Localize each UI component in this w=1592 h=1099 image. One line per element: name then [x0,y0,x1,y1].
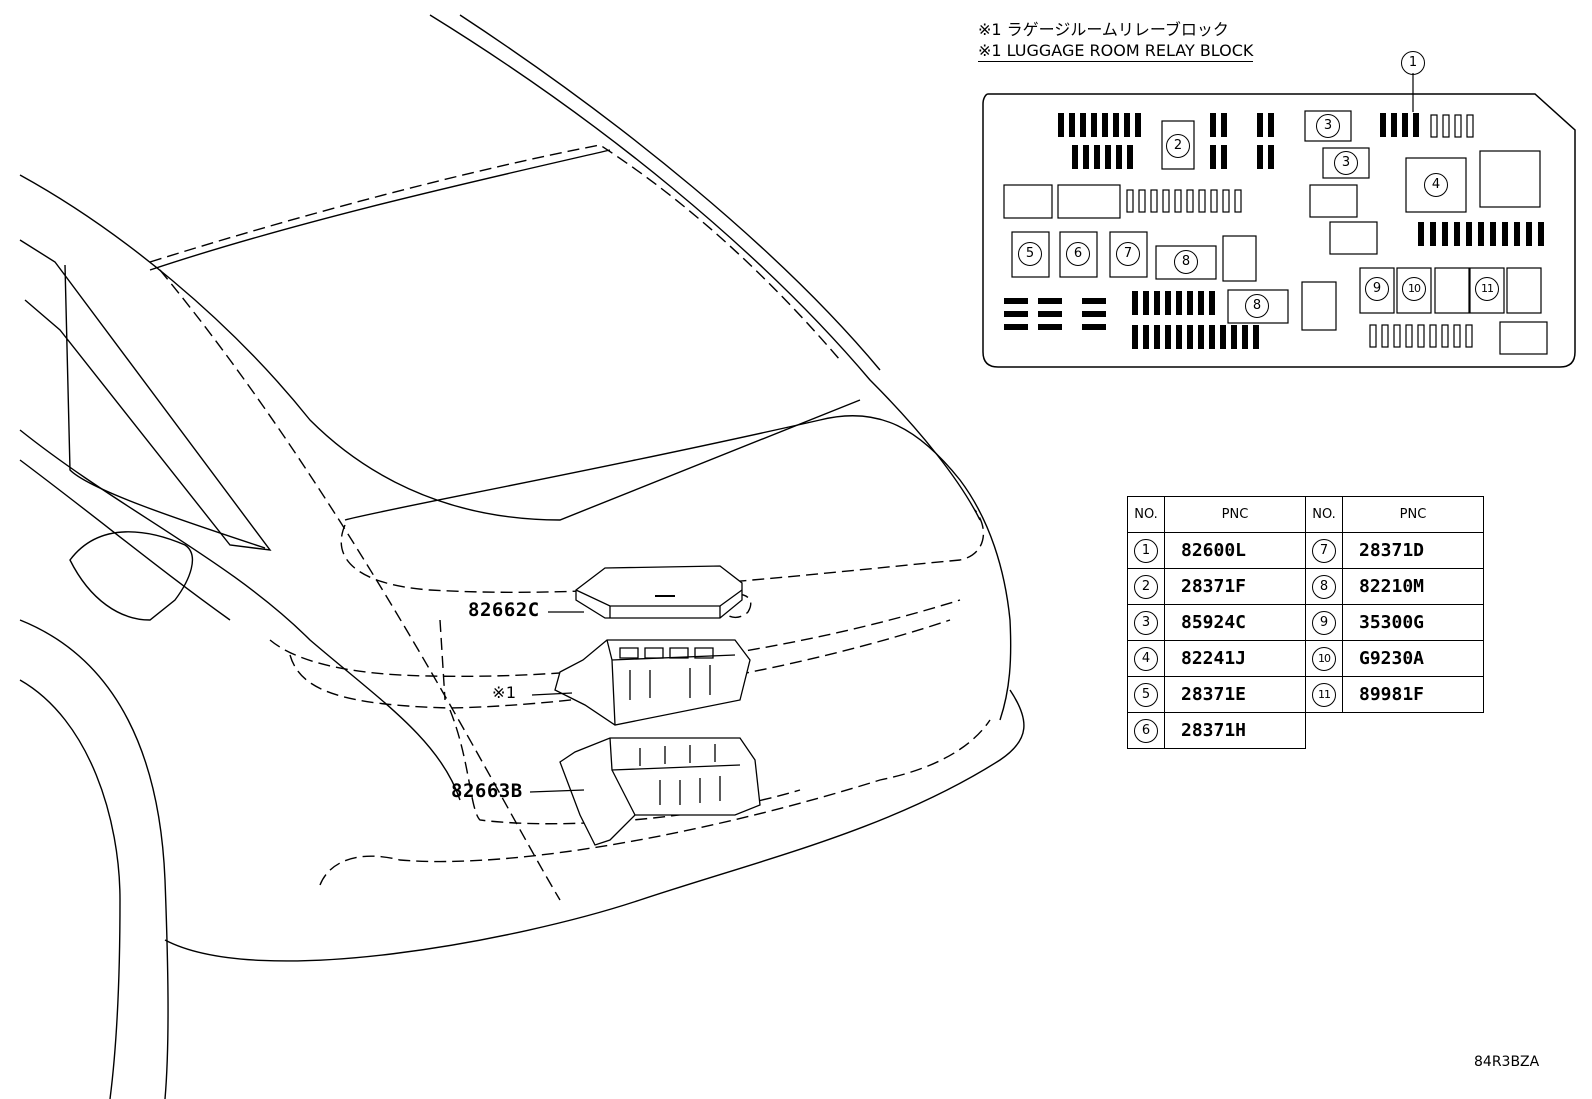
position-number: 3 [1334,151,1358,175]
position-number: 3 [1316,114,1340,138]
row-no: 6 [1127,712,1165,749]
callout-cover: 82662C [468,599,540,621]
row-no: 1 [1127,532,1165,569]
relay-block-lower-case [559,737,761,846]
row-number: 7 [1312,538,1336,563]
row-no: 4 [1127,640,1165,677]
row-no: 7 [1305,532,1343,569]
row-number: 2 [1134,574,1158,599]
row-pnc: 28371D [1342,532,1484,569]
position-number: 9 [1365,277,1389,301]
header-pnc: PNC [1164,496,1306,533]
pnc-table: NO. PNC NO. PNC 1 82600L 7 28371D 2 2837… [1127,496,1484,749]
header-pnc: PNC [1342,496,1484,533]
row-number: 10 [1312,646,1336,671]
row-pnc: 35300G [1342,604,1484,641]
position-number: 11 [1475,277,1499,301]
table-row: 2 28371F 8 82210M [1127,568,1484,605]
row-pnc: 28371H [1164,712,1306,749]
row-no: 11 [1305,676,1343,713]
header-no: NO. [1127,496,1165,533]
table-header-row: NO. PNC NO. PNC [1127,496,1484,533]
table-row: 6 28371H [1127,712,1484,749]
relay-block-body [554,639,751,726]
legend-japanese: ※1 ラゲージルームリレーブロック [978,20,1229,39]
table-row: 1 82600L 7 28371D [1127,532,1484,569]
position-number: 2 [1166,134,1190,158]
position-number: 10 [1402,277,1426,301]
callout-relay-block: ※1 [492,683,517,702]
relay-block-top-view [982,93,1576,368]
row-no: 8 [1305,568,1343,605]
row-number: 5 [1134,682,1158,707]
row-number: 3 [1134,610,1158,635]
row-number: 9 [1312,610,1336,635]
row-pnc: 89981F [1342,676,1484,713]
position-number: 5 [1018,242,1042,266]
row-pnc: G9230A [1342,640,1484,677]
row-pnc: 28371F [1164,568,1306,605]
position-number: 1 [1401,51,1425,75]
leader-lines [529,73,1414,793]
row-number: 1 [1134,538,1158,563]
car-body-outline [19,14,1025,1099]
row-no: 3 [1127,604,1165,641]
row-pnc: 85924C [1164,604,1306,641]
callout-lower-case: 82663B [451,780,523,802]
position-number: 4 [1424,173,1448,197]
row-no: 2 [1127,568,1165,605]
position-number: 6 [1066,242,1090,266]
position-number: 7 [1116,242,1140,266]
row-number: 11 [1312,682,1336,707]
legend-english: ※1 LUGGAGE ROOM RELAY BLOCK [978,41,1254,62]
row-pnc: 82241J [1164,640,1306,677]
row-no: 10 [1305,640,1343,677]
row-number: 8 [1312,574,1336,599]
position-number: 8 [1174,250,1198,274]
table-row: 3 85924C 9 35300G [1127,604,1484,641]
row-pnc: 82210M [1342,568,1484,605]
row-number: 6 [1134,718,1158,743]
row-number: 4 [1134,646,1158,671]
table-row: 5 28371E 11 89981F [1127,676,1484,713]
legend-english-text: ※1 LUGGAGE ROOM RELAY BLOCK [978,41,1254,62]
header-no: NO. [1305,496,1343,533]
row-pnc: 82600L [1164,532,1306,569]
row-no: 5 [1127,676,1165,713]
hidden-lines [149,144,991,901]
table-row: 4 82241J 10 G9230A [1127,640,1484,677]
row-pnc: 28371E [1164,676,1306,713]
empty-cell [1306,713,1343,749]
diagram-code: 84R3BZA [1474,1054,1540,1070]
empty-cell [1343,713,1484,749]
relay-block-cover [575,565,743,619]
row-no: 9 [1305,604,1343,641]
position-number: 8 [1245,294,1269,318]
